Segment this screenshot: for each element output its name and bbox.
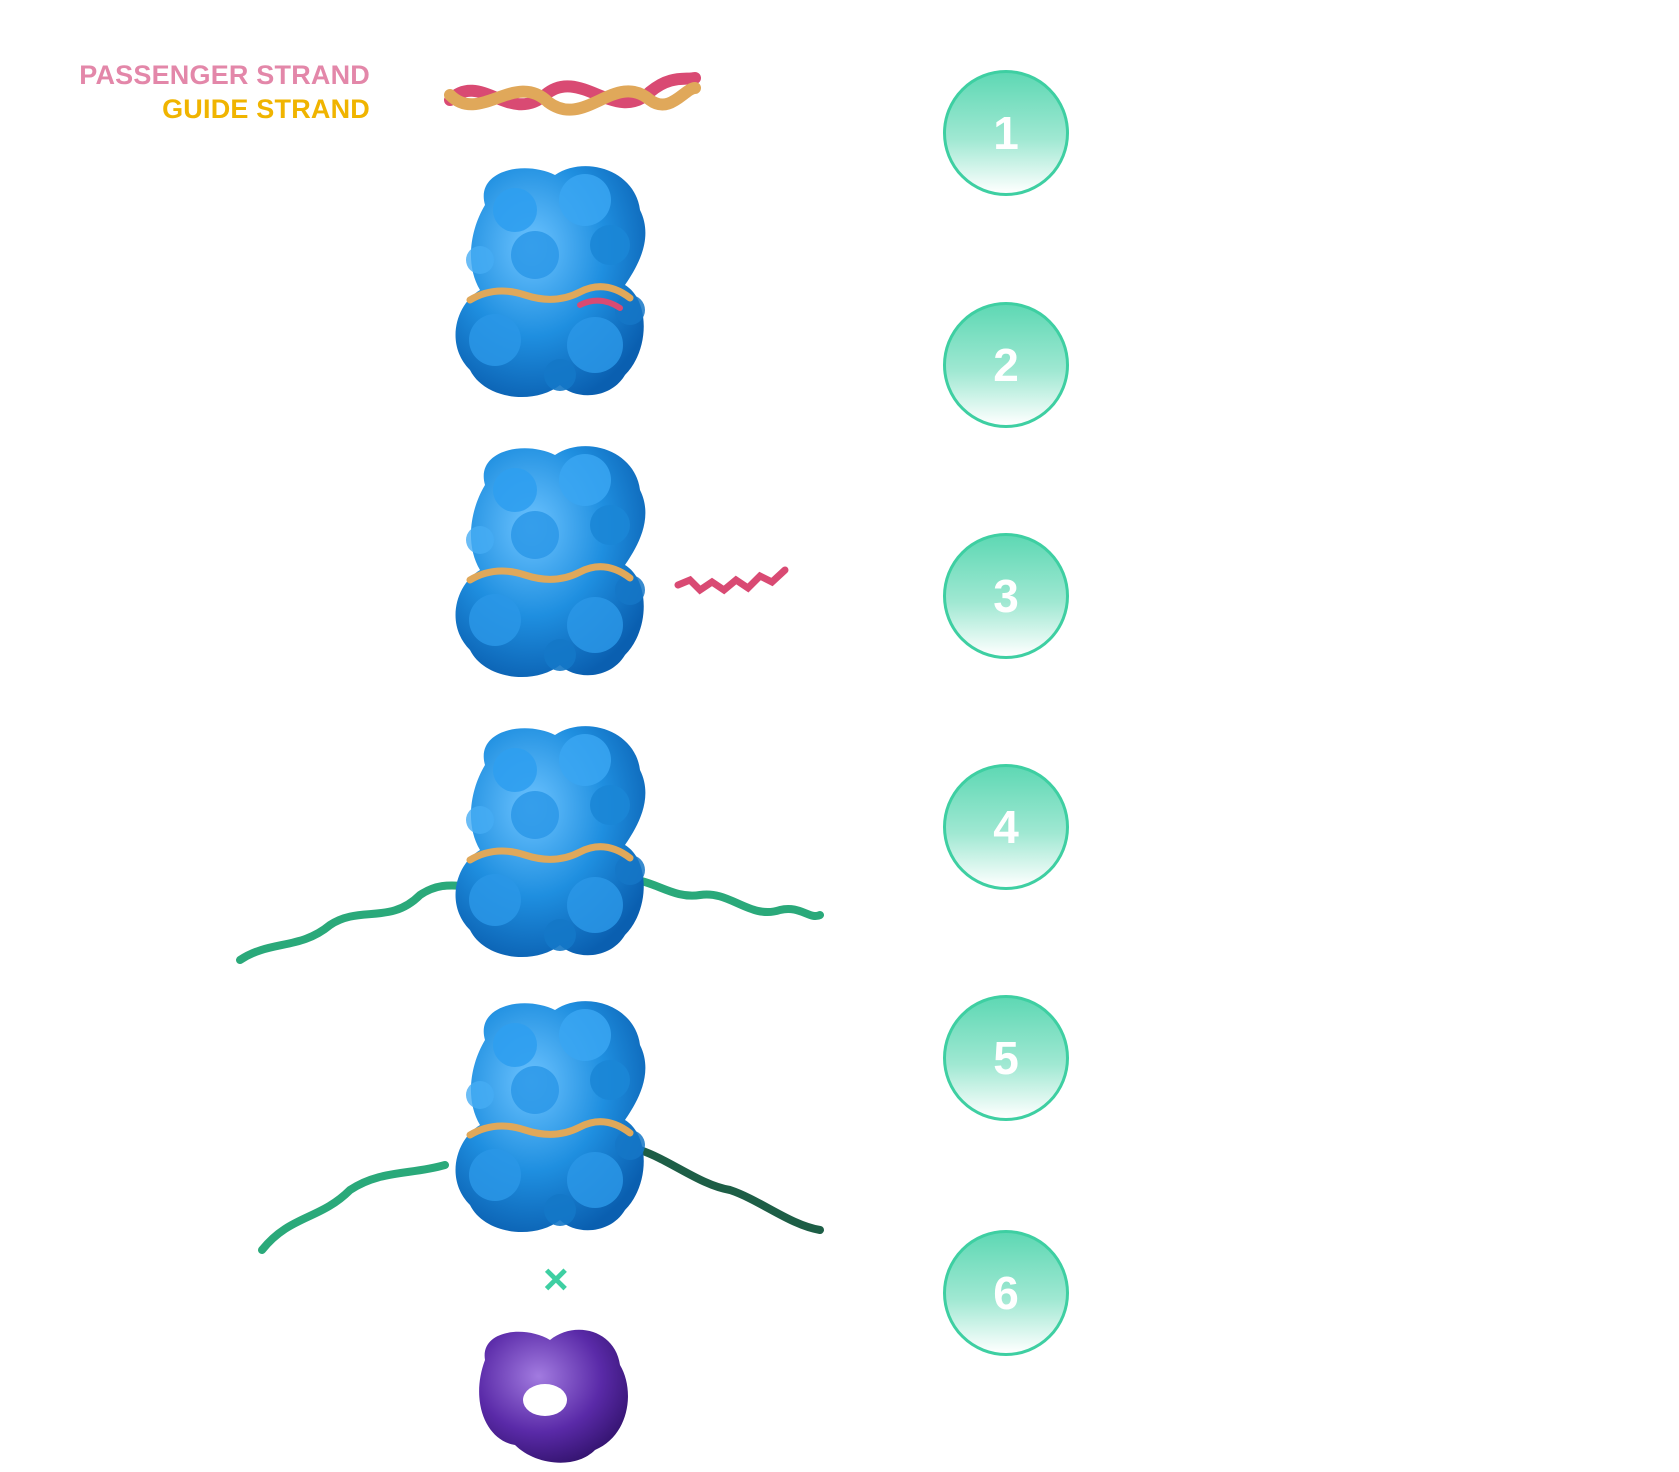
legend-passenger-strand: PASSENGER STRAND [79,60,370,90]
legend-guide-strand: GUIDE STRAND [162,94,370,124]
step-1-badge: 1 [943,70,1069,196]
step-6-badge: 6 [943,1230,1069,1356]
sirna-duplex [444,72,701,116]
step-5-badge: 5 [943,995,1069,1121]
translation-blocked-mark: × [543,1255,569,1304]
strand-legend: PASSENGER STRAND GUIDE STRAND [60,58,370,126]
step-4-badge: 4 [943,764,1069,890]
passenger-strand-release [456,446,789,677]
target-mrna-binding [236,726,824,964]
ribosome [479,1329,628,1463]
step-3-badge: 3 [943,533,1069,659]
mrna-cleavage [258,1001,824,1254]
step-2-badge: 2 [943,302,1069,428]
risc-loading [456,166,646,397]
